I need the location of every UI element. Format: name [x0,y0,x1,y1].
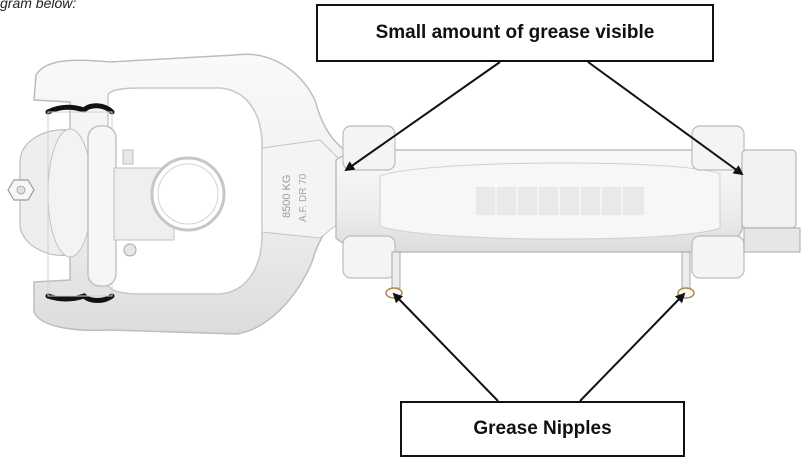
marking-rating: 8500 KG [281,175,293,218]
arrow-bottom-left [394,294,498,401]
shank [336,126,800,278]
callout-grease-nipples: Grease Nipples [400,401,685,457]
marking-code: A.F. DR 70 [298,173,309,222]
callout-grease-visible: Small amount of grease visible [316,4,714,62]
arrow-bottom-right [580,294,684,401]
